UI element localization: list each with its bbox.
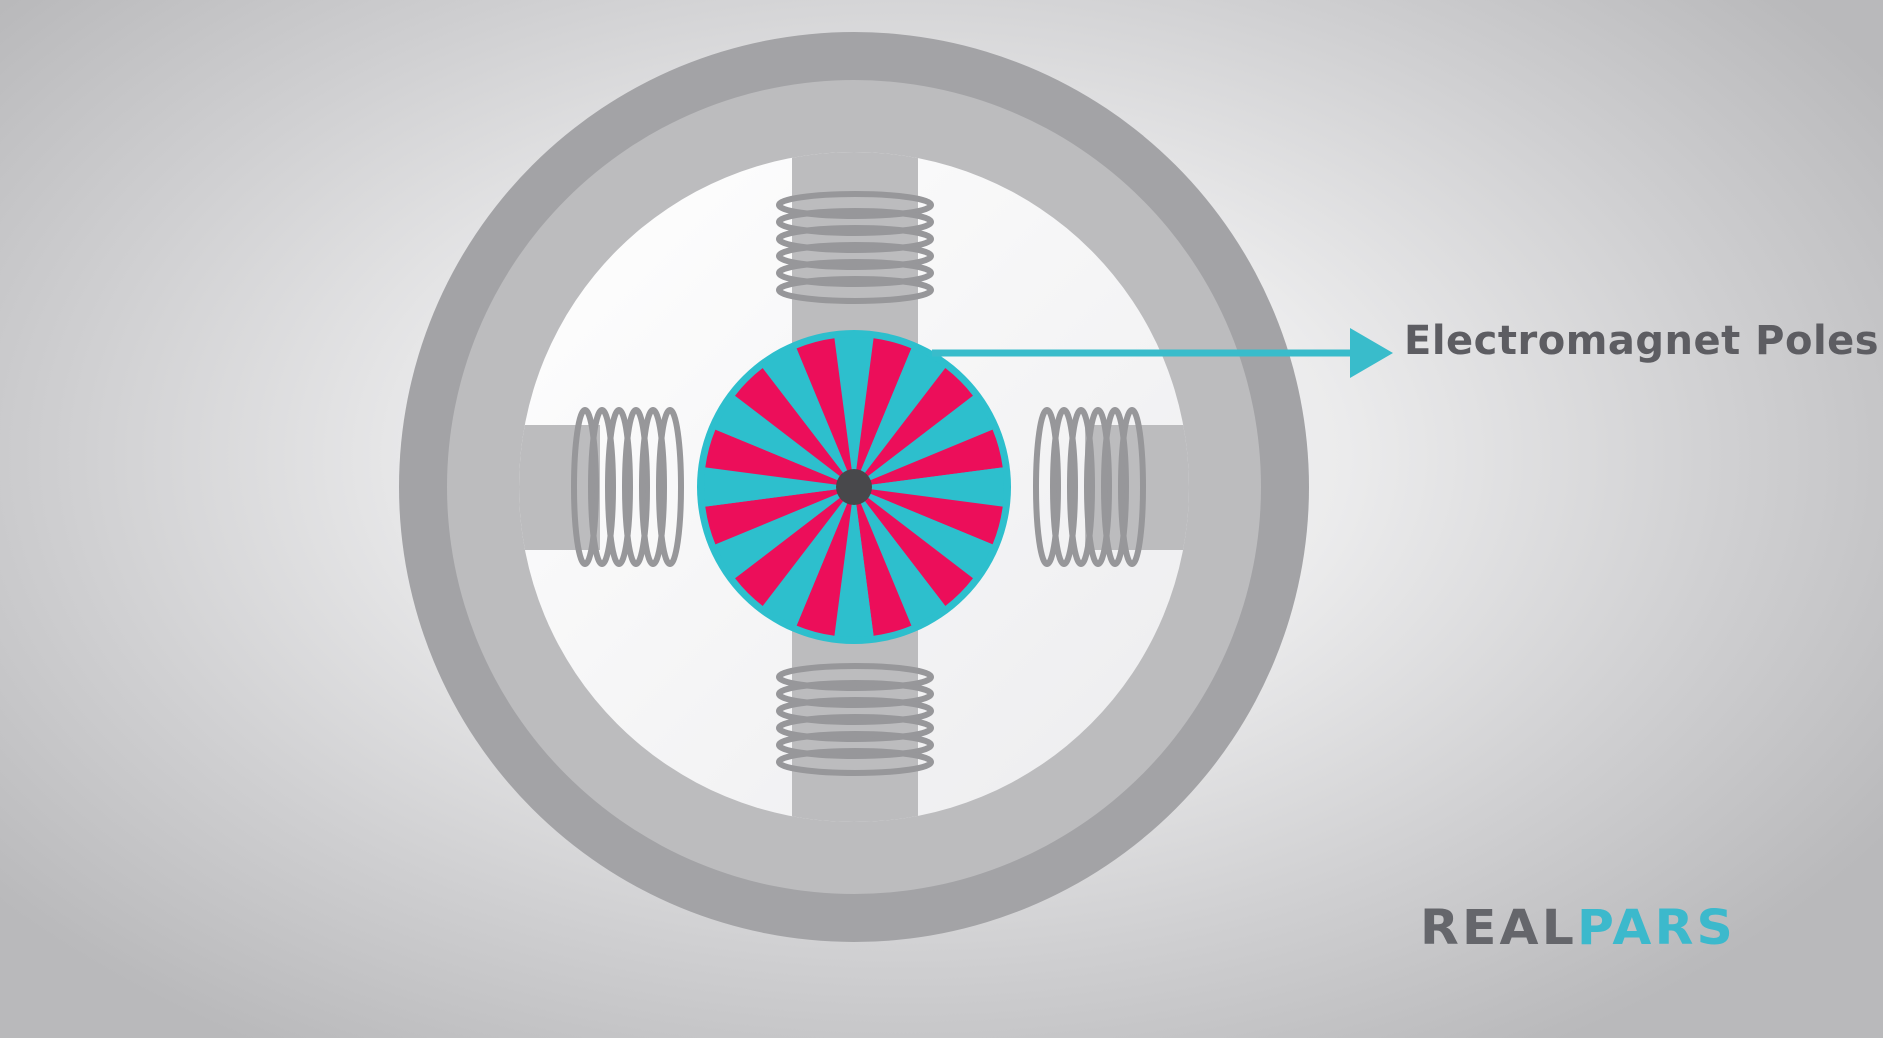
- rotor-segment: [854, 487, 973, 606]
- rotor-hub: [836, 469, 872, 505]
- rotor-segment: [854, 467, 1005, 507]
- rotor-segment: [762, 487, 854, 626]
- rotor-segment: [705, 429, 854, 487]
- rotor-segment: [854, 487, 1003, 545]
- rotor-segment: [703, 467, 854, 507]
- rotor-segment: [705, 487, 854, 545]
- electromagnet-poles-label: Electromagnet Poles: [1404, 318, 1880, 364]
- coil-left: [571, 407, 684, 567]
- coil-turn: [776, 191, 934, 219]
- coil-turn: [605, 407, 633, 567]
- coil-turn: [776, 276, 934, 304]
- rotor-segment: [854, 487, 912, 636]
- coil-turn: [1084, 407, 1112, 567]
- coil-bottom: [776, 663, 934, 776]
- rotor-segment: [854, 368, 973, 487]
- coil-top: [776, 191, 934, 304]
- rotor-segments: [703, 336, 1005, 638]
- rotor-segment: [854, 348, 946, 487]
- coil-turn: [776, 714, 934, 742]
- coil-right: [1033, 407, 1146, 567]
- coil-turn: [1033, 407, 1061, 567]
- rotor-segment: [796, 487, 854, 636]
- rotor-segment: [715, 487, 854, 579]
- rotor-segment: [834, 487, 874, 638]
- coil-turn: [588, 407, 616, 567]
- arrow-head: [1350, 328, 1393, 378]
- coil-turn: [1050, 407, 1078, 567]
- logo-text-pars: PARS: [1576, 900, 1736, 956]
- rotor-segment: [715, 395, 854, 487]
- coil-turn: [1118, 407, 1146, 567]
- annotation-arrow: [932, 328, 1393, 378]
- rotor-segment: [762, 348, 854, 487]
- coil-turn: [656, 407, 684, 567]
- coil-turn: [776, 697, 934, 725]
- coil-turn: [776, 242, 934, 270]
- coil-turn: [776, 748, 934, 776]
- coil-turn: [776, 731, 934, 759]
- rotor-segment: [854, 395, 993, 487]
- coil-turn: [571, 407, 599, 567]
- coil-turn: [1067, 407, 1095, 567]
- coil-turn: [776, 680, 934, 708]
- realpars-logo: REALPARS: [1420, 900, 1736, 956]
- rotor-segment: [854, 487, 993, 579]
- coil-turn: [622, 407, 650, 567]
- logo-text-real: REAL: [1420, 900, 1577, 956]
- rotor-segment: [854, 338, 912, 487]
- rotor-segment: [796, 338, 854, 487]
- coil-turn: [776, 208, 934, 236]
- rotor-segment: [735, 487, 854, 606]
- rotor-segment: [834, 336, 874, 487]
- coil-turn: [776, 225, 934, 253]
- pole-shaft-left: [519, 425, 600, 550]
- coil-turn: [776, 663, 934, 691]
- coil-turn: [639, 407, 667, 567]
- rotor-segment: [854, 429, 1003, 487]
- rotor-segment: [735, 368, 854, 487]
- coil-turn: [1101, 407, 1129, 567]
- rotor-segment: [854, 487, 946, 626]
- coil-turn: [776, 259, 934, 287]
